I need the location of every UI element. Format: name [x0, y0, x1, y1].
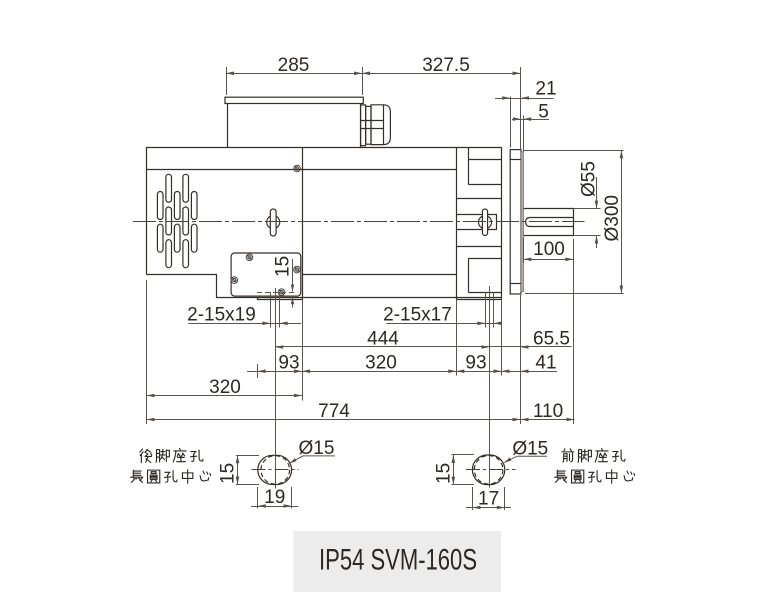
svg-text:285: 285: [278, 55, 310, 76]
svg-text:774: 774: [318, 401, 350, 422]
svg-text:Ø15: Ø15: [299, 438, 335, 459]
svg-text:65.5: 65.5: [533, 328, 570, 349]
svg-text:21: 21: [535, 79, 556, 100]
svg-text:93: 93: [278, 353, 299, 374]
svg-text:2-15x19: 2-15x19: [187, 305, 256, 326]
svg-text:5: 5: [538, 101, 549, 122]
svg-text:Ø300: Ø300: [602, 195, 623, 241]
svg-text:Ø55: Ø55: [579, 161, 600, 197]
svg-text:41: 41: [535, 353, 556, 374]
svg-text:320: 320: [209, 377, 241, 398]
svg-text:15: 15: [218, 463, 239, 484]
svg-text:IP54 SVM-160S: IP54 SVM-160S: [319, 542, 477, 576]
svg-text:93: 93: [465, 353, 486, 374]
svg-text:444: 444: [367, 328, 399, 349]
svg-text:15: 15: [434, 463, 455, 484]
svg-text:327.5: 327.5: [422, 55, 470, 76]
svg-text:15: 15: [273, 256, 294, 277]
svg-text:2-15x17: 2-15x17: [383, 305, 452, 326]
svg-text:100: 100: [533, 239, 565, 260]
svg-text:17: 17: [478, 489, 499, 510]
svg-text:19: 19: [264, 487, 285, 508]
svg-text:110: 110: [533, 401, 563, 422]
svg-text:Ø15: Ø15: [512, 438, 548, 459]
svg-text:320: 320: [365, 353, 397, 374]
